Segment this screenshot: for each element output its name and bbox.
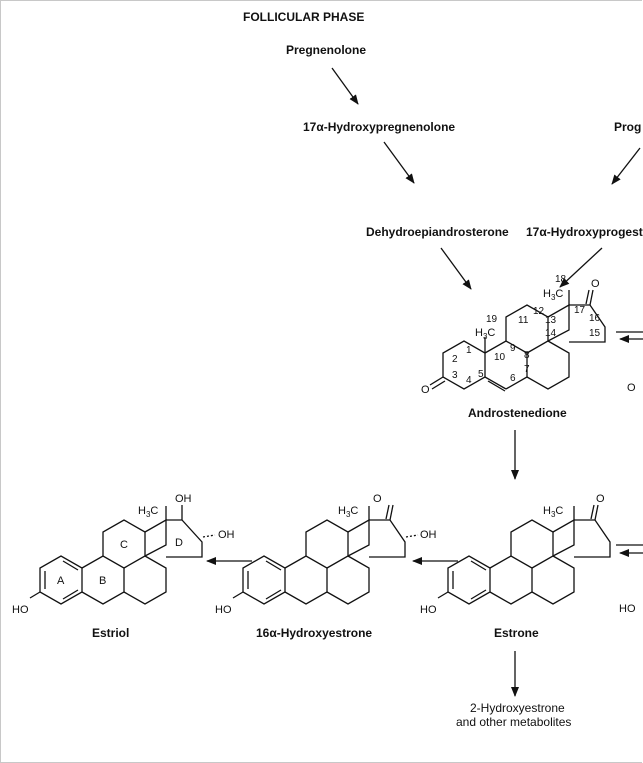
svg-text:9: 9 [510,343,516,354]
svg-text:4: 4 [466,375,472,386]
label-progesterone-partial: Prog [614,120,641,134]
estrone-oxygen: O [596,493,605,505]
arrow-pregnenolone-to-17oh [331,67,359,105]
label-androstenedione: Androstenedione [468,406,567,420]
svg-text:2: 2 [452,354,458,365]
arrow-dhea-to-androstenedione [440,247,472,290]
estriol-structure [29,505,216,605]
svg-text:16: 16 [589,313,601,324]
16a-hydroxyestrone-hydroxyl-3: HO [215,604,232,616]
svg-text:17: 17 [574,305,586,316]
16a-hydroxyestrone-methyl: H3C [338,505,358,519]
svg-text:1: 1 [466,345,472,356]
svg-text:18: 18 [555,274,567,285]
estriol-hydroxyl-3: HO [12,604,29,616]
arrow-17oh-to-dhea [383,141,415,184]
arrow-17ohp-to-androstenedione [559,247,603,288]
svg-text:7: 7 [524,364,530,375]
estriol-methyl: H3C [138,505,158,519]
estrone-structure [437,504,611,605]
label-metabolites-line2: and other metabolites [456,715,571,729]
phase-title: FOLLICULAR PHASE [243,10,364,24]
16a-hydroxyestrone-oxygen: O [373,493,382,505]
estriol-hydroxyl-17: OH [175,493,192,505]
svg-text:14: 14 [545,328,557,339]
ring-label-d: D [175,537,183,549]
ring-label-c: C [120,539,128,551]
svg-text:15: 15 [589,328,601,339]
estrone-hydroxyl: HO [420,604,437,616]
label-17a-hydroxypregnenolone: 17α-Hydroxypregnenolone [303,120,455,134]
16a-hydroxyestrone-structure [232,504,419,605]
androstenedione-oxygen-3: O [421,384,430,396]
ring-label-a: A [57,575,65,587]
edge-o-partial: O [627,382,636,394]
estrone-methyl: H3C [543,505,563,519]
estriol-hydroxyl-16: OH [218,529,235,541]
label-dehydroepiandrosterone: Dehydroepiandrosterone [366,225,509,239]
label-metabolites-line1: 2-Hydroxyestrone [470,701,565,715]
androstenedione-oxygen-17: O [591,278,600,290]
label-estriol: Estriol [92,626,129,640]
svg-text:19: 19 [486,314,498,325]
androstenedione-methyl-18: H3C [543,288,563,302]
label-estrone: Estrone [494,626,539,640]
label-17a-hydroxyprogesterone-partial: 17α-Hydroxyprogeste [526,225,643,239]
edge-ho-partial: HO [619,603,636,615]
label-16a-hydroxyestrone: 16α-Hydroxyestrone [256,626,372,640]
androstenedione-structure [429,289,606,392]
16a-hydroxyestrone-hydroxyl-16: OH [420,529,437,541]
androstenedione-methyl-19: H3C [475,327,495,341]
svg-text:3: 3 [452,370,458,381]
svg-text:11: 11 [518,315,529,326]
arrow-progesterone-to-17oh [611,147,641,185]
svg-text:10: 10 [494,352,506,363]
svg-text:8: 8 [524,350,530,361]
svg-text:5: 5 [478,369,484,380]
ring-label-b: B [99,575,106,587]
label-pregnenolone: Pregnenolone [286,43,366,57]
svg-text:13: 13 [545,315,557,326]
androstenedione-atom-numbers: 1 2 3 4 5 6 7 8 9 10 11 12 13 14 15 16 1… [452,274,601,386]
svg-text:6: 6 [510,373,516,384]
svg-text:12: 12 [533,306,545,317]
